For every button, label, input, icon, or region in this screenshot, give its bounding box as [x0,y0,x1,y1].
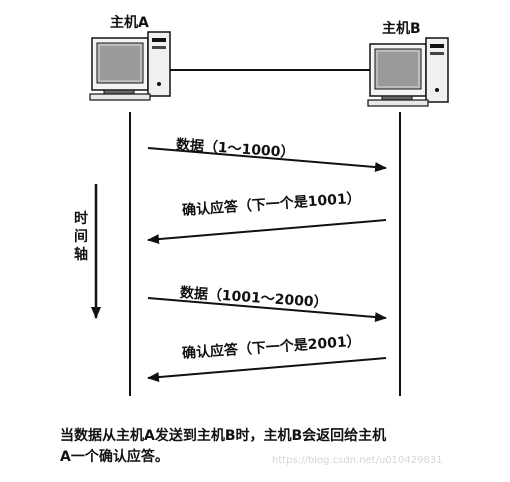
arrow-ack-1001 [147,219,387,245]
arrow-data-1001-2000 [147,297,387,323]
figure-caption: 当数据从主机A发送到主机B时，主机B会返回给主机 A一个确认应答。 [60,426,460,468]
host-a-label: 主机A [110,15,149,31]
host-a-computer-icon [89,31,171,101]
host-b-computer-icon [367,37,449,107]
time-axis-label: 时间轴 [74,211,88,263]
arrow-data-1-1000 [147,147,387,173]
caption-line-2: A一个确认应答。 [60,449,169,465]
caption-line-1: 当数据从主机A发送到主机B时，主机B会返回给主机 [60,428,387,444]
host-b-label: 主机B [382,21,421,37]
watermark: https://blog.csdn.net/u010429831 [272,455,443,466]
arrow-ack-2001 [147,357,387,383]
